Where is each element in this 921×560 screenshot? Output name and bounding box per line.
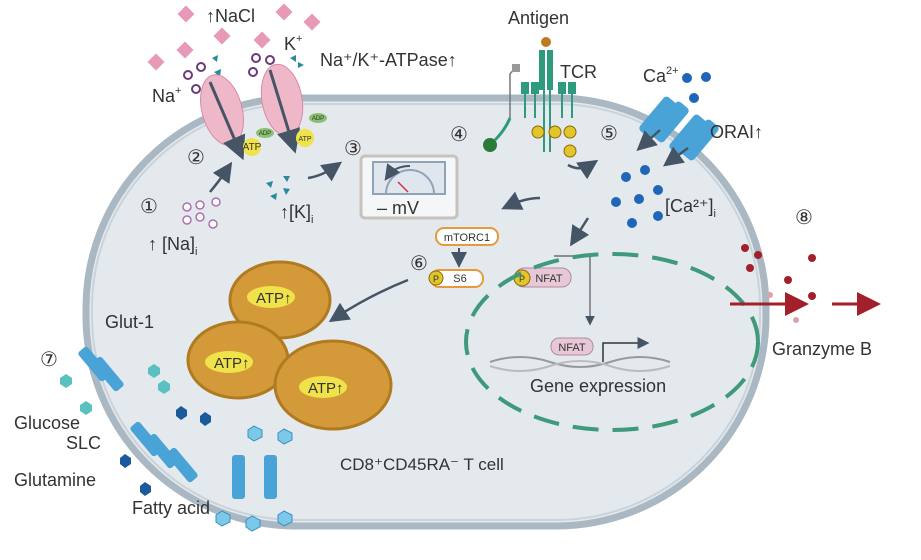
glucose-label: Glucose [14,413,80,433]
phospho-label: P [519,274,525,284]
na-k-atpase-pumps: ATP ADP ATP ADP [200,63,327,161]
nfat-label: NFAT [535,273,563,285]
dna-icon [489,356,671,368]
gene-expression-label: Gene expression [530,376,666,396]
adp-icon [256,128,274,138]
glucose-molecules [60,364,170,415]
ca-i-label: [Ca²⁺]i [665,196,716,220]
sodium-ions [183,53,275,94]
k-plus-label: K+ [284,33,302,54]
orai-channels [639,96,719,161]
step-7: ⑦ [40,349,58,371]
na-i-label: ↑ [Na]i [148,234,197,258]
step-3: ③ [344,138,362,160]
phospho-label: P [433,274,439,284]
granzyme-label: Granzyme B [772,339,872,359]
adp-icon [309,113,327,123]
mitochondria [186,260,393,431]
adp-label: ADP [312,116,324,122]
step-markers: ① ② ③ ④ ⑤ ⑥ ⑦ ⑧ [40,123,813,371]
na-plus-label: Na+ [152,85,181,106]
slc-label: SLC [66,433,101,453]
step-4: ④ [450,124,468,146]
membrane-potential-label: – mV [377,198,419,218]
calcium-ions [611,72,711,228]
atp-label: ATP [243,142,262,153]
step-6: ⑥ [410,253,428,275]
antigen-label: Antigen [508,8,569,28]
atp-burst-icon [296,129,314,147]
glutamine-label: Glutamine [14,470,96,490]
nutrient-transporters [78,346,277,499]
glut1-label: Glut-1 [105,312,154,332]
mtorc1-node [435,227,499,246]
atp-burst-icon [243,138,261,156]
step-5: ⑤ [600,123,618,145]
cell-type-label: CD8⁺CD45RA⁻ T cell [340,455,504,474]
granzyme-granules [741,244,816,323]
adp-label: ADP [259,131,271,137]
k-i-label: ↑[K]i [280,202,313,226]
nfat-gene-label: NFAT [558,342,586,354]
atp-up-label: ATP↑ [308,380,344,397]
nucleus [464,252,760,432]
fatty-acid-label: Fatty acid [132,498,210,518]
phospho-groups [531,125,577,158]
voltmeter-icon [359,154,459,220]
step-8: ⑧ [795,207,813,229]
tcr-complex [483,37,576,152]
atp-up-label: ATP↑ [256,290,292,307]
atpase-label: Na⁺/K⁺-ATPase↑ [320,50,457,70]
glutamine-molecules [120,406,211,496]
orai-label: ORAI↑ [710,122,763,142]
cell-body [82,94,770,530]
fatty-acid-molecules [215,425,293,532]
intracellular-potassium [266,176,290,200]
atp-up-label: ATP↑ [214,355,250,372]
intracellular-sodium [182,197,221,229]
ca-label: Ca2+ [643,65,679,86]
step-2: ② [187,147,205,169]
step-1: ① [140,196,158,218]
tcr-label: TCR [560,62,597,82]
s6-label: S6 [453,273,466,285]
atp-label: ATP [298,136,311,143]
mtorc1-label: mTORC1 [444,232,490,244]
nacl-label: ↑NaCl [206,6,255,26]
